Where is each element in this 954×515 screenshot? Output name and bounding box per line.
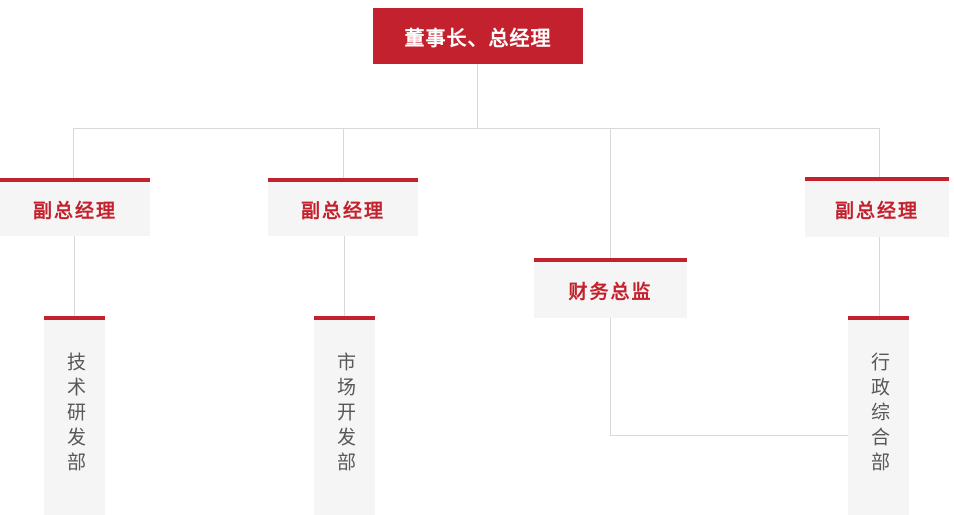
connector-vp3-dept xyxy=(879,237,880,316)
connector-drop-cfo xyxy=(610,128,611,258)
connector-drop-vp2 xyxy=(343,128,344,178)
org-node-label: 董事长、总经理 xyxy=(404,27,552,50)
org-node-label: 副总经理 xyxy=(834,200,919,222)
connector-vp1-dept xyxy=(74,236,75,316)
connector-drop-vp1 xyxy=(73,128,74,178)
org-node-label: 财务总监 xyxy=(568,281,653,303)
org-node-deputy-gm-2: 副总经理 xyxy=(268,178,418,236)
org-node-dept-tech-rd: 技术研发部 xyxy=(44,316,105,515)
org-node-label: 副总经理 xyxy=(300,200,385,222)
org-node-dept-market-dev: 市场开发部 xyxy=(314,316,375,515)
org-node-deputy-gm-3: 副总经理 xyxy=(805,177,949,237)
org-node-finance-director: 财务总监 xyxy=(534,258,687,318)
connector-main-horizontal xyxy=(73,128,880,129)
org-node-label: 技术研发部 xyxy=(64,352,85,477)
org-node-label: 行政综合部 xyxy=(868,352,889,477)
connector-root-down xyxy=(477,64,478,128)
connector-drop-vp3 xyxy=(879,128,880,177)
connector-cfo-admin-dept xyxy=(610,435,848,436)
org-node-chairman-general-manager: 董事长、总经理 xyxy=(373,8,583,64)
org-node-deputy-gm-1: 副总经理 xyxy=(0,178,150,236)
org-node-label: 副总经理 xyxy=(32,200,117,222)
org-node-dept-admin-general: 行政综合部 xyxy=(848,316,909,515)
connector-vp2-dept xyxy=(344,236,345,316)
connector-cfo-down xyxy=(610,318,611,435)
org-node-label: 市场开发部 xyxy=(334,352,355,477)
